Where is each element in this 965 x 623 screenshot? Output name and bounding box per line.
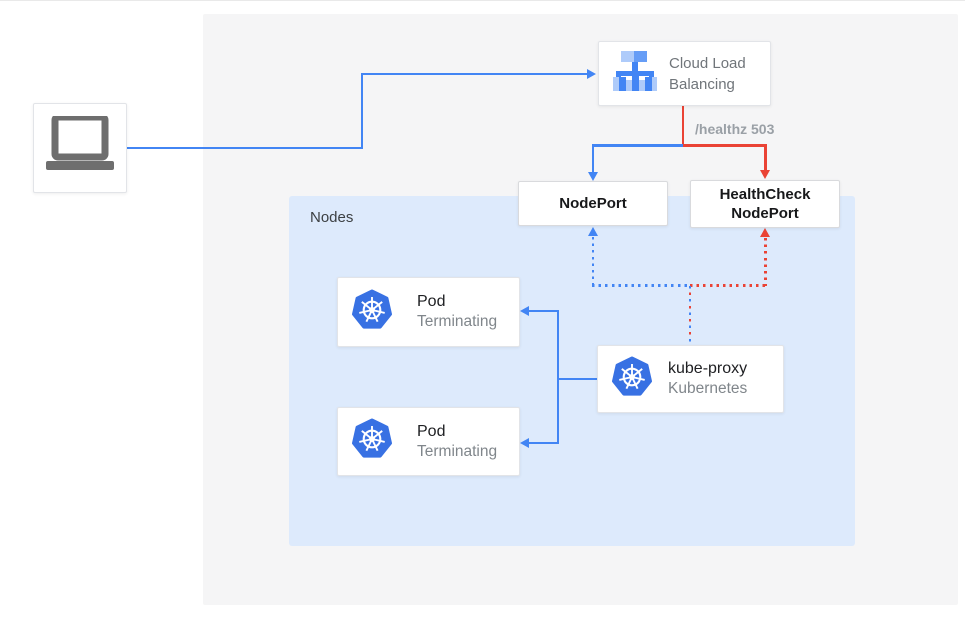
- edge-pods-split-v: [556, 309, 560, 444]
- edge-split-left-blue: [591, 144, 684, 147]
- edge-client-to-lb-h2: [360, 72, 587, 76]
- edge-split-right-red: [683, 144, 766, 147]
- kube-proxy-node: kube-proxy Kubernetes: [597, 345, 784, 413]
- edge-to-nodeport-arrow: [587, 172, 598, 181]
- pod-text: Pod Terminating: [417, 293, 497, 331]
- pod-status: Terminating: [417, 313, 498, 330]
- kubernetes-icon: [611, 356, 653, 403]
- edge-kubeproxy-trunk-dotted: [688, 286, 692, 344]
- pod-title: Pod: [417, 422, 446, 440]
- edge-kubeproxy-nodeport-dotted-v: [591, 237, 595, 286]
- edge-lb-down-red: [681, 105, 685, 147]
- edge-to-hc-nodeport-arrow: [760, 170, 770, 179]
- edge-kubeproxy-hc-dotted-h: [690, 284, 766, 287]
- kube-proxy-title: kube-proxy: [668, 360, 748, 377]
- kube-proxy-text: kube-proxy Kubernetes: [668, 360, 747, 398]
- pod-title: Pod: [417, 293, 446, 310]
- healthz-503-label: /healthz 503: [695, 121, 775, 137]
- kubernetes-icon: [351, 418, 393, 465]
- edge-to-pod2-arrow: [520, 437, 529, 448]
- cloud-load-balancing-node: Cloud Load Balancing: [598, 41, 771, 106]
- edge-client-to-lb-arrow: [587, 68, 596, 79]
- edge-client-to-lb-v: [360, 72, 364, 150]
- pod-status: Terminating: [417, 442, 498, 460]
- edge-to-nodeport-v: [591, 144, 595, 174]
- edge-to-pod2-h: [528, 441, 559, 445]
- client-device: [33, 103, 127, 193]
- top-divider: [0, 0, 965, 1]
- healthcheck-nodeport-label: HealthCheck NodePort: [719, 186, 811, 222]
- nodeport-box: NodePort: [518, 181, 668, 226]
- edge-kubeproxy-to-split: [558, 377, 598, 381]
- edge-client-to-lb-h1: [127, 146, 362, 150]
- pod-1: Pod Terminating: [337, 277, 520, 347]
- cloud-load-balancing-icon: [613, 51, 657, 96]
- edge-to-pod1-h: [528, 309, 559, 313]
- laptop-icon: [44, 113, 116, 181]
- nodeport-label: NodePort: [559, 195, 627, 212]
- cloud-load-balancing-label: Cloud Load Balancing: [669, 54, 746, 93]
- edge-to-hc-nodeport-v: [764, 144, 767, 172]
- edge-kubeproxy-hc-arrow: [760, 228, 770, 237]
- healthcheck-nodeport-box: HealthCheck NodePort: [690, 180, 840, 228]
- nodes-group-label: Nodes: [310, 209, 354, 226]
- edge-kubeproxy-nodeport-arrow: [587, 227, 598, 236]
- kube-proxy-subtitle: Kubernetes: [668, 380, 748, 397]
- edge-to-pod1-arrow: [520, 305, 529, 316]
- kubernetes-icon: [351, 289, 393, 336]
- pod-text: Pod Terminating: [417, 423, 497, 461]
- pod-2: Pod Terminating: [337, 407, 520, 476]
- edge-kubeproxy-nodeport-dotted-h: [591, 284, 690, 287]
- edge-kubeproxy-hc-dotted-v: [764, 238, 767, 286]
